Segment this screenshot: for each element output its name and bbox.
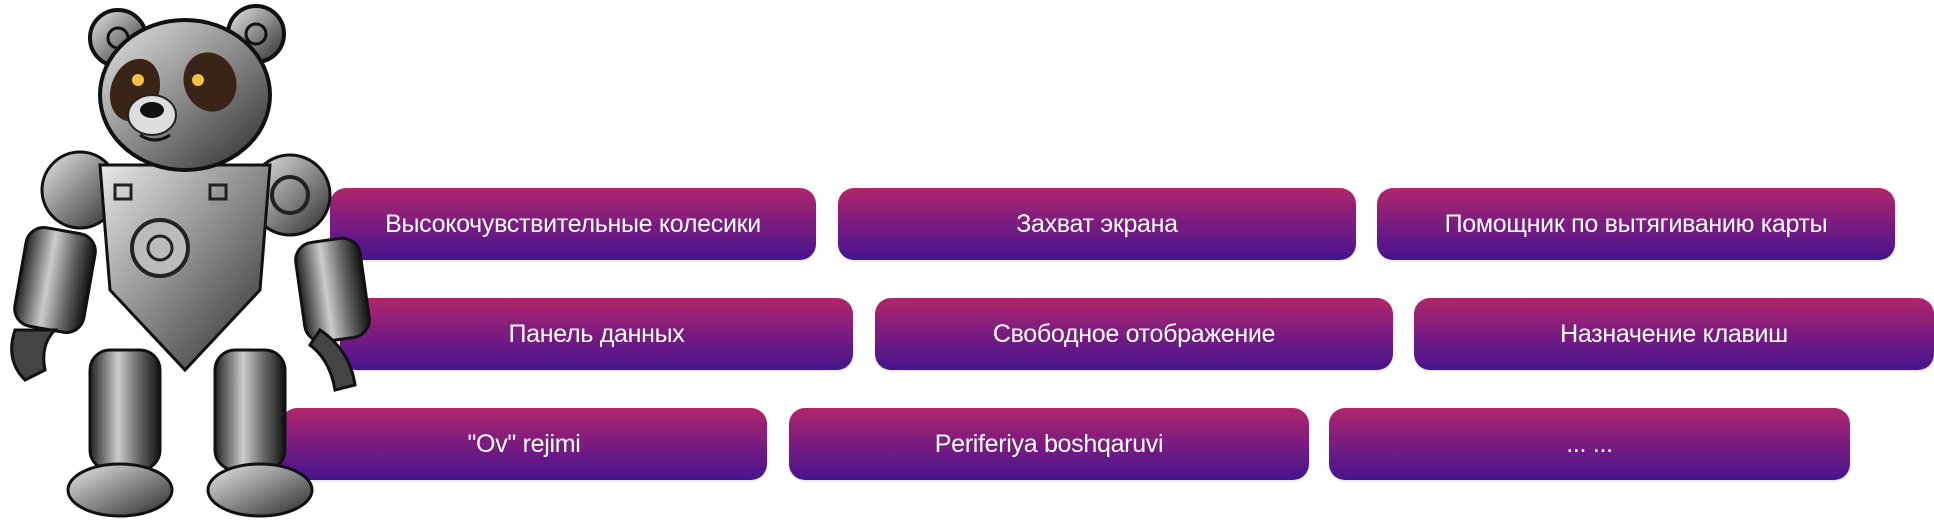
feature-label: Панель данных: [508, 319, 685, 348]
feature-label: Свободное отображение: [992, 319, 1276, 348]
robot-panda-illustration: [10, 4, 371, 518]
feature-screen-capture[interactable]: Захват экрана: [838, 188, 1356, 260]
feature-hunt-mode[interactable]: "Ov" rejimi: [281, 408, 767, 480]
feature-key-mapping[interactable]: Назначение клавиш: [1414, 298, 1934, 370]
feature-data-panel[interactable]: Панель данных: [340, 298, 853, 370]
feature-label: Захват экрана: [1016, 209, 1178, 238]
feature-peripheral-control[interactable]: Periferiya boshqaruvi: [789, 408, 1309, 480]
feature-label: ... ...: [1566, 429, 1613, 458]
feature-high-sensitivity-wheels[interactable]: Высокочувствительные колесики: [330, 188, 816, 260]
feature-label: Periferiya boshqaruvi: [934, 429, 1164, 458]
feature-label: Назначение клавиш: [1560, 319, 1788, 348]
feature-free-display[interactable]: Свободное отображение: [875, 298, 1393, 370]
feature-label: Высокочувствительные колесики: [385, 209, 761, 238]
feature-label: "Ov" rejimi: [467, 429, 581, 458]
feature-more[interactable]: ... ...: [1329, 408, 1850, 480]
feature-map-pull-assistant[interactable]: Помощник по вытягиванию карты: [1377, 188, 1895, 260]
feature-label: Помощник по вытягиванию карты: [1444, 209, 1828, 238]
